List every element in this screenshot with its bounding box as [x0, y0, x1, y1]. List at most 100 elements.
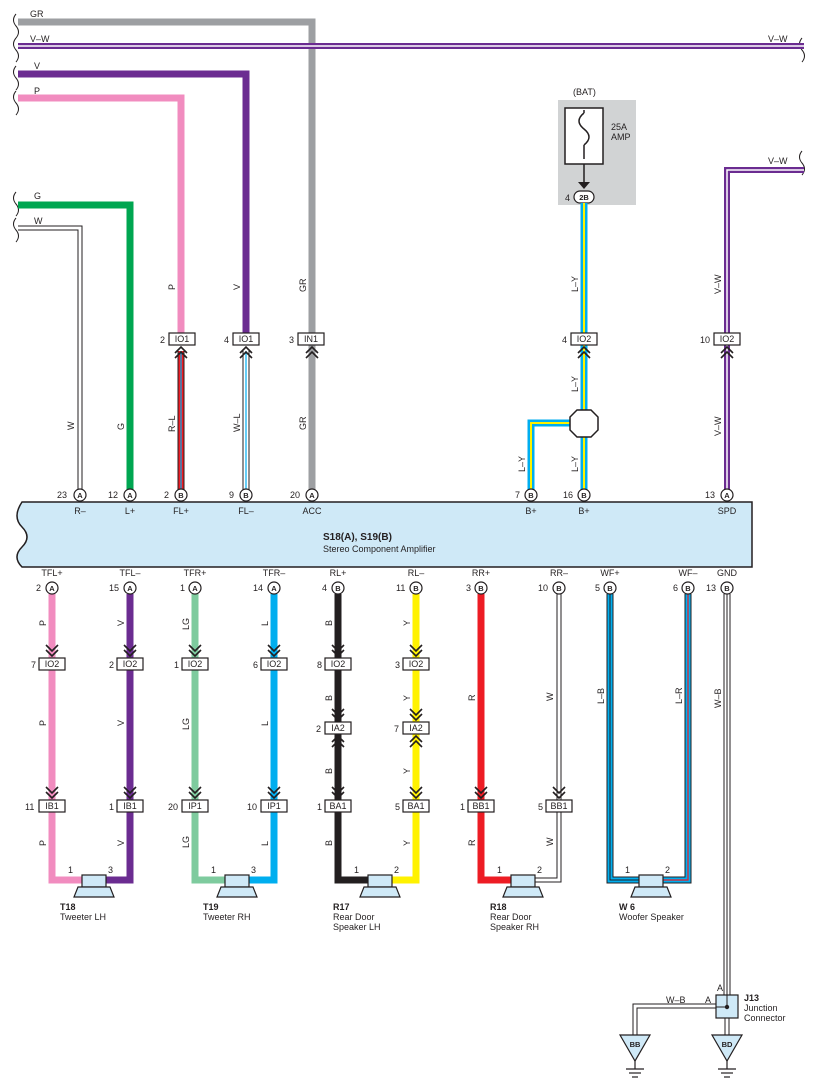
svg-text:IO1: IO1 [239, 334, 254, 344]
svg-text:2: 2 [160, 335, 165, 345]
amp-top-pins: A 23 R– A 12 L+ B 2 FL+ B 9 FL– A 20 ACC [57, 488, 737, 516]
wire-rr-plus [477, 594, 511, 884]
amp-pin-rr-minus: RR–B10 [538, 568, 568, 595]
svg-text:5: 5 [595, 583, 600, 593]
svg-text:W: W [545, 692, 555, 701]
speaker-icon [81, 874, 107, 888]
wire-vw-spd [724, 167, 804, 490]
svg-text:Rear Door: Rear Door [333, 912, 375, 922]
vlabel-p: P [167, 284, 177, 290]
amp-pin-fl-plus: B 2 FL+ [164, 488, 189, 516]
svg-text:B: B [324, 695, 334, 701]
mid-connector-io1-b: IO1 4 [224, 332, 260, 359]
svg-text:2: 2 [537, 865, 542, 875]
wire-gr [18, 18, 316, 490]
mid-connector-io2-a: IO2 4 [562, 332, 598, 359]
junction-connector-j13: A A W–B J13 Junction Connector [632, 983, 786, 1035]
vlabel-rl: R–L [167, 415, 177, 432]
speaker-r18: 1 2 R18 Rear Door Speaker RH [490, 865, 544, 932]
svg-text:BB1: BB1 [550, 801, 567, 811]
svg-text:3: 3 [108, 865, 113, 875]
svg-text:Y: Y [402, 768, 412, 774]
wire-tfl-minus [106, 594, 134, 884]
svg-text:LG: LG [181, 836, 191, 848]
wire-w-inner [18, 226, 82, 490]
fuse-rating: 25A [611, 122, 627, 132]
speaker-r17: 1 2 R17 Rear Door Speaker LH [333, 865, 401, 932]
speaker-icon [367, 874, 393, 888]
svg-text:Y: Y [402, 695, 412, 701]
svg-text:A: A [724, 491, 730, 500]
amp-pin-wf-minus: WF–B6 [673, 568, 698, 595]
svg-text:B: B [324, 620, 334, 626]
wire-ly [527, 203, 599, 490]
svg-text:6: 6 [253, 660, 258, 670]
svg-text:B: B [607, 584, 613, 593]
svg-text:WF+: WF+ [600, 568, 619, 578]
ground-bb: BB [618, 1034, 652, 1078]
svg-text:Connector: Connector [744, 1013, 786, 1023]
svg-text:11: 11 [396, 583, 405, 593]
vlabel-ly-mid: L–Y [570, 376, 580, 392]
svg-text:6: 6 [673, 583, 678, 593]
wire-rl-minus [392, 594, 420, 884]
vlabel-ly-top: L–Y [570, 276, 580, 292]
svg-text:7: 7 [515, 490, 520, 500]
amplifier-title: S18(A), S19(B) [323, 532, 392, 543]
svg-text:IP1: IP1 [188, 801, 202, 811]
svg-text:2: 2 [36, 583, 41, 593]
svg-text:LG: LG [181, 718, 191, 730]
svg-text:SPD: SPD [718, 506, 737, 516]
svg-text:BA1: BA1 [407, 801, 424, 811]
svg-text:IO2: IO2 [577, 334, 592, 344]
vlabel-ly-right: L–Y [570, 456, 580, 472]
svg-text:Y: Y [402, 620, 412, 626]
svg-text:B: B [556, 584, 562, 593]
svg-text:Speaker RH: Speaker RH [490, 922, 539, 932]
speaker-icon [638, 874, 664, 888]
svg-text:Tweeter LH: Tweeter LH [60, 912, 106, 922]
svg-text:10: 10 [538, 583, 548, 593]
svg-text:3: 3 [395, 660, 400, 670]
svg-text:11: 11 [25, 802, 34, 812]
svg-text:B: B [243, 491, 249, 500]
svg-text:BD: BD [722, 1040, 733, 1049]
ground-icon [618, 1034, 652, 1063]
svg-text:1: 1 [460, 802, 465, 812]
svg-text:IN1: IN1 [304, 334, 318, 344]
svg-text:TFL+: TFL+ [41, 568, 62, 578]
svg-text:L: L [260, 621, 270, 626]
amp-pin-bplus-16: B 16 B+ [563, 488, 591, 516]
svg-text:A: A [77, 491, 83, 500]
wire-label-vw-spd: V–W [768, 156, 788, 166]
svg-text:IP1: IP1 [267, 801, 281, 811]
svg-text:TFL–: TFL– [119, 568, 140, 578]
svg-text:T18: T18 [60, 902, 76, 912]
amp-pin-acc: A 20 ACC [290, 488, 322, 516]
speaker-t19: 1 3 T19 Tweeter RH [203, 865, 258, 922]
svg-text:2: 2 [394, 865, 399, 875]
svg-text:A: A [717, 983, 723, 993]
wire-w [18, 225, 83, 490]
svg-text:A: A [49, 584, 55, 593]
svg-text:ACC: ACC [302, 506, 322, 516]
wire-vw-spd-stripe [726, 169, 804, 490]
svg-text:L+: L+ [125, 506, 135, 516]
svg-text:16: 16 [563, 490, 573, 500]
svg-text:1: 1 [68, 865, 73, 875]
amplifier-body [16, 501, 753, 568]
fuse-unit: AMP [611, 132, 631, 142]
svg-text:B+: B+ [578, 506, 589, 516]
svg-text:12: 12 [108, 490, 118, 500]
mid-connector-io1-a: IO1 2 [160, 332, 196, 359]
svg-text:IO2: IO2 [267, 659, 282, 669]
svg-text:IO2: IO2 [409, 659, 424, 669]
